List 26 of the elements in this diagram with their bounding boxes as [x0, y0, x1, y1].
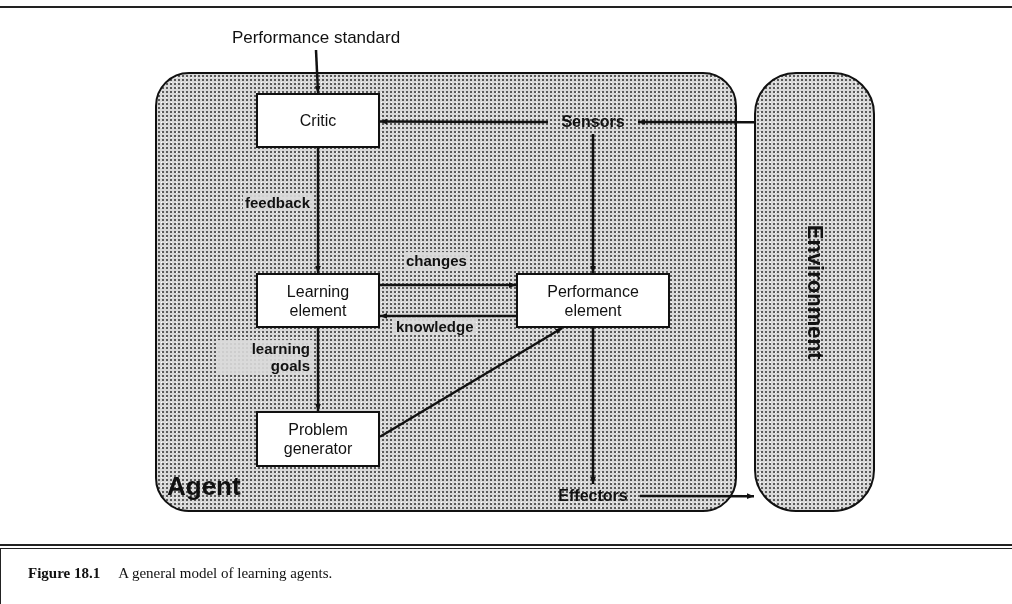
edge-label: learning goals	[216, 340, 312, 374]
node-label: Effectors	[558, 487, 628, 505]
arrow	[380, 282, 516, 288]
arrow	[315, 328, 321, 411]
arrow	[380, 118, 548, 125]
environment-region	[754, 72, 875, 512]
process-box: Learning element	[256, 273, 380, 328]
region-label: Agent	[167, 471, 241, 502]
region-label: Environment	[801, 224, 828, 360]
arrow	[640, 493, 754, 499]
arrow	[315, 148, 321, 273]
arrow	[590, 328, 596, 484]
agent-region	[155, 72, 737, 512]
edge-label: knowledge	[394, 318, 476, 335]
node-label: Sensors	[561, 113, 625, 131]
process-box: Problem generator	[256, 411, 380, 467]
node-label: Performance standard	[231, 28, 401, 48]
process-box: Critic	[256, 93, 380, 148]
arrow	[638, 119, 754, 125]
arrow	[590, 134, 596, 273]
process-box: Performance element	[516, 273, 670, 328]
figure-caption: Figure 18.1 A general model of learning agents.	[28, 565, 333, 582]
edge-label: feedback	[242, 194, 312, 211]
arrow	[380, 313, 516, 319]
arrow	[314, 49, 321, 94]
edge-label: changes	[404, 252, 469, 269]
